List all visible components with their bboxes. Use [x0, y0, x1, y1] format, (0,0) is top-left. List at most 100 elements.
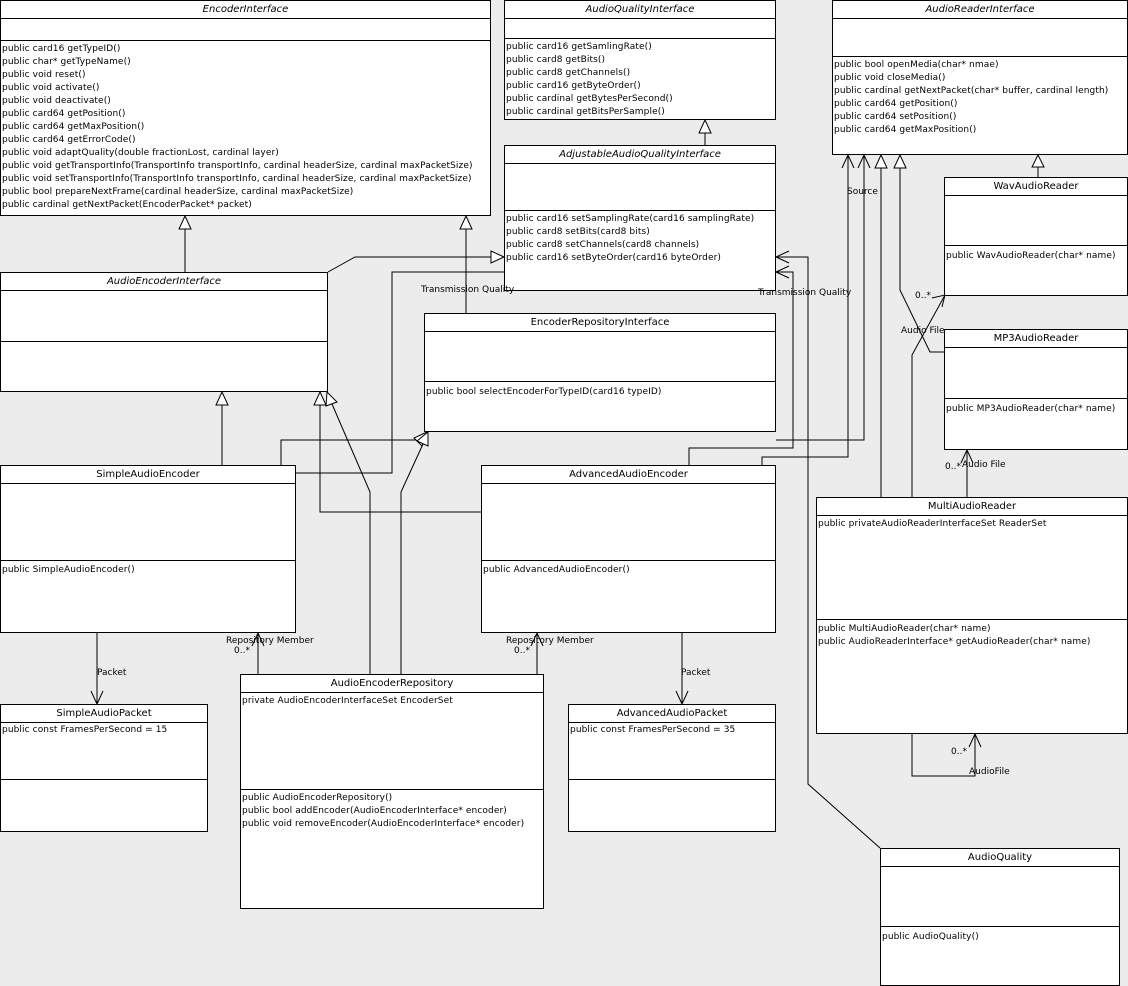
method: public bool addEncoder(AudioEncoderInter… [242, 806, 507, 816]
association-advanced-source-2 [776, 155, 865, 441]
association-arrowhead [857, 153, 871, 169]
class-name: AudioQuality [881, 849, 1119, 867]
attribute: private AudioEncoderInterfaceSet Encoder… [242, 696, 453, 706]
association-advanced-source [761, 155, 849, 465]
method: public card64 getErrorCode() [2, 135, 136, 145]
generalization-arrowhead [698, 118, 712, 134]
methods-section: public bool openMedia(char* nmae) public… [833, 56, 1127, 137]
attributes-section [945, 348, 1127, 398]
association-multi-self [911, 734, 976, 777]
class-simple-audio-encoder[interactable]: SimpleAudioEncoder public SimpleAudioEnc… [0, 465, 296, 633]
method: public cardinal getNextPacket(EncoderPac… [2, 200, 252, 210]
role-label-repository-member: Repository Member [226, 636, 314, 646]
class-advanced-audio-packet[interactable]: AdvancedAudioPacket public const FramesP… [568, 704, 776, 832]
class-audio-reader-interface[interactable]: AudioReaderInterface public bool openMed… [832, 0, 1128, 155]
attributes-section [1, 19, 490, 40]
method: public card16 getByteOrder() [506, 81, 641, 91]
class-name: AdvancedAudioEncoder [482, 466, 775, 484]
association-arrowhead [931, 294, 946, 308]
attributes-section: public const FramesPerSecond = 35 [569, 723, 775, 779]
class-encoder-interface[interactable]: EncoderInterface public card16 getTypeID… [0, 0, 491, 216]
generalization-repository-repositoryif [400, 443, 424, 674]
class-audio-encoder-interface[interactable]: AudioEncoderInterface [0, 272, 328, 392]
attributes-section [833, 19, 1127, 56]
generalization-arrowhead [459, 214, 473, 230]
association-audioquality-adjustable [776, 256, 881, 849]
class-encoder-repository-interface[interactable]: EncoderRepositoryInterface public bool s… [424, 313, 776, 432]
methods-section: public AdvancedAudioEncoder() [482, 560, 775, 577]
association-arrowhead [968, 732, 982, 748]
methods-section: public SimpleAudioEncoder() [1, 560, 295, 577]
class-name: AdvancedAudioPacket [569, 705, 775, 723]
generalization-arrowhead [874, 153, 888, 169]
generalization-arrowhead [893, 153, 907, 169]
association-arrowhead [251, 631, 265, 647]
class-name: EncoderRepositoryInterface [425, 314, 775, 332]
methods-section: public MultiAudioReader(char* name) publ… [817, 619, 1127, 649]
class-name: AudioEncoderInterface [1, 273, 327, 291]
methods-section: public card16 setSamplingRate(card16 sam… [505, 210, 775, 265]
generalization-arrowhead [1031, 153, 1045, 168]
method: public SimpleAudioEncoder() [2, 565, 135, 575]
method: public void deactivate() [2, 96, 111, 106]
generalization-arrowhead [325, 390, 338, 407]
methods-section: public WavAudioReader(char* name) [945, 245, 1127, 263]
methods-section: public AudioQuality() [881, 926, 1119, 944]
role-label-repository-member: Repository Member [506, 636, 594, 646]
method: public card64 getMaxPosition() [2, 122, 145, 132]
method: public void getTransportInfo(TransportIn… [2, 161, 473, 171]
association-multi-wav [911, 294, 946, 497]
method: public AudioReaderInterface* getAudioRea… [818, 637, 1091, 647]
methods-section: public bool selectEncoderForTypeID(card1… [425, 381, 775, 399]
generalization-arrowhead [490, 250, 506, 264]
method: public bool selectEncoderForTypeID(card1… [426, 387, 662, 397]
class-name: EncoderInterface [1, 1, 490, 19]
association-arrowhead [774, 250, 790, 264]
multiplicity-label: 0..* [951, 747, 967, 757]
method: public void adaptQuality(double fraction… [2, 148, 279, 158]
method: public AdvancedAudioEncoder() [483, 565, 630, 575]
methods-section [1, 779, 207, 780]
attributes-section [482, 484, 775, 560]
attributes-section [945, 196, 1127, 245]
attributes-section: private AudioEncoderInterfaceSet Encoder… [241, 693, 543, 791]
class-mp3-audio-reader[interactable]: MP3AudioReader public MP3AudioReader(cha… [944, 329, 1128, 450]
generalization-repository-audioencoder [331, 403, 371, 674]
class-audio-quality[interactable]: AudioQuality public AudioQuality() [880, 848, 1120, 986]
multiplicity-label: 0..* [915, 291, 931, 301]
role-label-transmission-quality: Transmission Quality [421, 285, 515, 295]
method: public WavAudioReader(char* name) [946, 251, 1116, 261]
methods-section: public card16 getSamlingRate() public ca… [505, 38, 775, 119]
method: public cardinal getNextPacket(char* buff… [834, 86, 1109, 96]
methods-section: public AudioEncoderRepository() public b… [241, 789, 543, 831]
methods-section [569, 779, 775, 780]
role-label-packet: Packet [681, 668, 711, 678]
class-audio-encoder-repository[interactable]: AudioEncoderRepository private AudioEnco… [240, 674, 544, 909]
class-simple-audio-packet[interactable]: SimpleAudioPacket public const FramesPer… [0, 704, 208, 832]
methods-section: public card16 getTypeID() public char* g… [1, 40, 490, 212]
class-name: AudioReaderInterface [833, 1, 1127, 19]
method: public card64 setPosition() [834, 112, 957, 122]
method: public card16 getTypeID() [2, 44, 121, 54]
class-audio-quality-interface[interactable]: AudioQualityInterface public card16 getS… [504, 0, 776, 120]
role-label-transmission-quality: Transmission Quality [758, 288, 852, 298]
method: public card64 getMaxPosition() [834, 125, 977, 135]
method: public void activate() [2, 83, 100, 93]
method: public AudioEncoderRepository() [242, 793, 393, 803]
method: public void closeMedia() [834, 73, 946, 83]
attribute: public privateAudioReaderInterfaceSet Re… [818, 519, 1047, 529]
method: public card8 setChannels(card8 channels) [506, 240, 700, 250]
attributes-section [505, 164, 775, 210]
method: public card16 getSamlingRate() [506, 42, 652, 52]
generalization-simple-repositoryif [280, 439, 420, 465]
association-arrowhead [774, 265, 790, 279]
class-advanced-audio-encoder[interactable]: AdvancedAudioEncoder public AdvancedAudi… [481, 465, 776, 633]
attributes-section [505, 19, 775, 38]
class-adjustable-audio-quality-interface[interactable]: AdjustableAudioQualityInterface public c… [504, 145, 776, 291]
class-wav-audio-reader[interactable]: WavAudioReader public WavAudioReader(cha… [944, 177, 1128, 296]
generalization-advanced-audioencoder [319, 405, 481, 513]
methods-section: public MP3AudioReader(char* name) [945, 398, 1127, 416]
role-label-packet: Packet [97, 668, 127, 678]
class-multi-audio-reader[interactable]: MultiAudioReader public privateAudioRead… [816, 497, 1128, 734]
